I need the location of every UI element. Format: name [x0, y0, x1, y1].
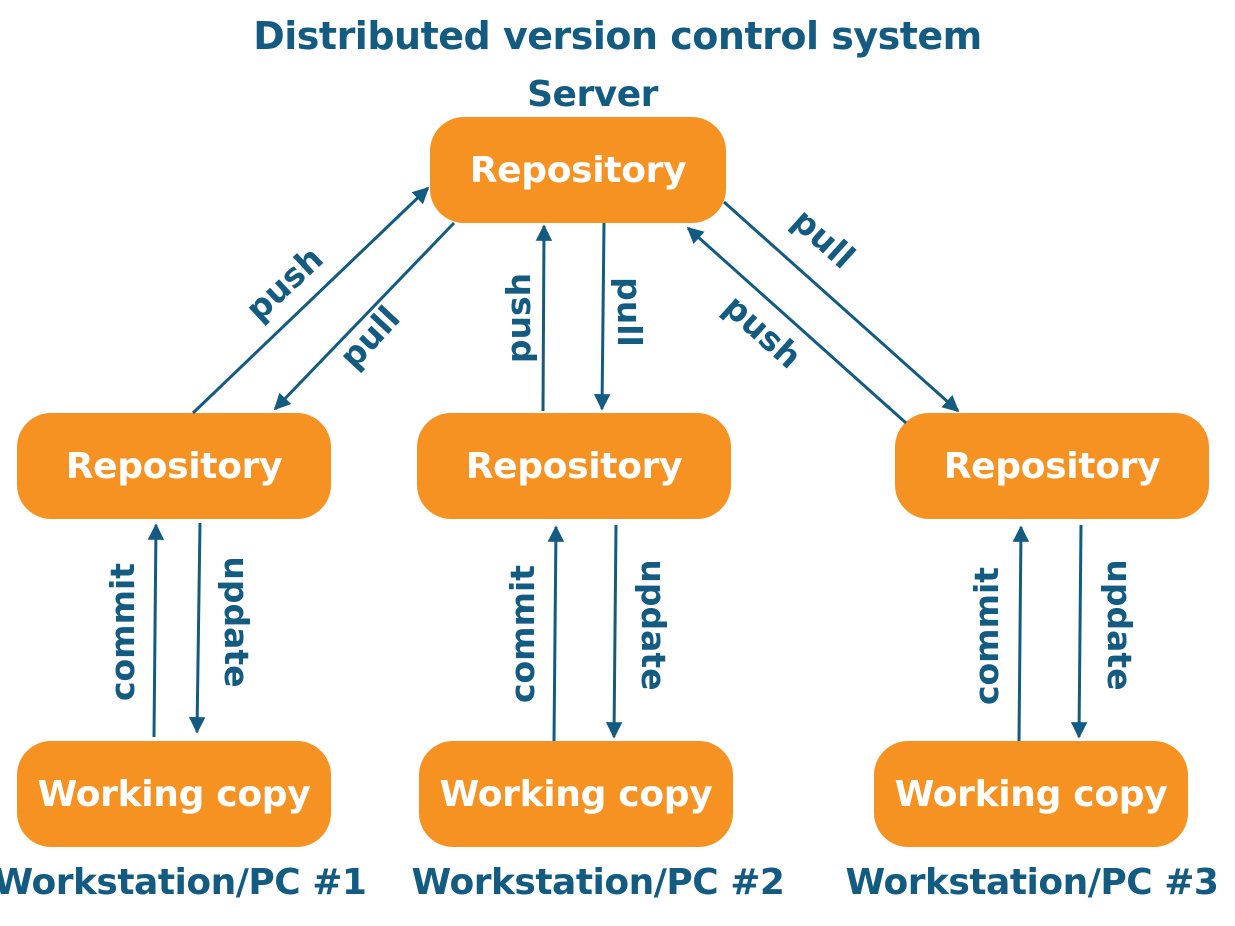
- ws3-update-arrow: [1070, 524, 1088, 739]
- ws3-update-label: update: [1100, 559, 1139, 690]
- ws3-push-label: push: [716, 287, 809, 376]
- ws3-push-arrow: [686, 226, 908, 425]
- ws3-pull-arrow: [723, 200, 960, 413]
- ws1-commit-arrow: [147, 523, 165, 738]
- ws1-commit-label: commit: [103, 563, 142, 701]
- ws3-name: Workstation/PC #3: [845, 862, 1219, 903]
- ws2-pull-label: pull: [610, 277, 649, 347]
- ws1-working-copy-node: Working copy: [17, 741, 331, 847]
- ws2-push-label: push: [499, 273, 538, 363]
- ws2-commit-arrow: [547, 525, 565, 742]
- ws1-push-label: push: [238, 239, 331, 329]
- ws1-name: Workstation/PC #1: [0, 862, 367, 903]
- ws2-repository-label: Repository: [465, 445, 683, 487]
- server-label: Server: [527, 74, 658, 115]
- ws3-commit-label: commit: [967, 567, 1006, 705]
- ws2-commit-label: commit: [503, 565, 542, 703]
- ws1-repository-label: Repository: [65, 445, 283, 487]
- ws1-pull-arrow: [273, 221, 456, 411]
- ws2-working-copy-label: Working copy: [439, 773, 713, 815]
- ws1-push-arrow: [191, 186, 430, 415]
- ws3-repository-node: Repository: [895, 413, 1209, 519]
- ws1-pull-label: pull: [332, 298, 408, 376]
- ws1-update-label: update: [217, 556, 256, 687]
- ws2-working-copy-node: Working copy: [419, 741, 733, 847]
- ws2-pull-arrow: [593, 222, 611, 411]
- ws3-repository-label: Repository: [943, 445, 1161, 487]
- ws1-working-copy-label: Working copy: [37, 773, 311, 815]
- ws3-commit-arrow: [1012, 525, 1030, 742]
- ws2-name: Workstation/PC #2: [411, 862, 785, 903]
- ws1-repository-node: Repository: [17, 413, 331, 519]
- ws3-working-copy-node: Working copy: [874, 741, 1188, 847]
- ws1-update-arrow: [188, 522, 206, 734]
- server-repository-label: Repository: [469, 149, 687, 191]
- ws2-repository-node: Repository: [417, 413, 731, 519]
- diagram-title: Distributed version control system: [253, 14, 982, 58]
- ws3-working-copy-label: Working copy: [894, 773, 1168, 815]
- ws2-update-arrow: [605, 524, 623, 739]
- ws2-push-arrow: [535, 224, 553, 412]
- ws2-update-label: update: [634, 559, 673, 690]
- server-repository-node: Repository: [430, 117, 726, 223]
